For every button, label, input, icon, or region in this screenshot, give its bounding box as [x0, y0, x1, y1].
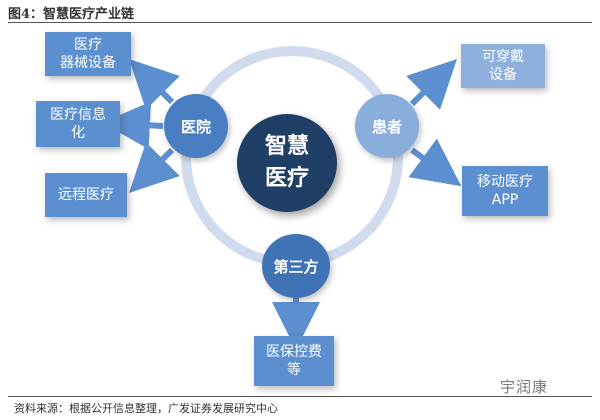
- smart-healthcare-center: 智慧 医疗: [237, 114, 337, 212]
- source-note: 资料来源：根据公开信息整理，广发证券发展研究中心: [14, 402, 278, 415]
- insurance-cost-control-box: 医保控费 等: [254, 336, 334, 386]
- box-label-line1: 移动医疗: [477, 174, 533, 190]
- box-label-line2: 化: [71, 125, 85, 141]
- medical-devices-box: 医疗 器械设备: [45, 32, 131, 76]
- arrow-to-telemedicine: [129, 142, 180, 193]
- arrow-to-medical-devices: [129, 59, 180, 110]
- wearables-box: 可穿戴 设备: [461, 44, 545, 88]
- third-party-label: 第三方: [273, 257, 319, 276]
- hospital-node: 医院: [164, 94, 228, 158]
- arrow-to-mobile-app: [408, 138, 462, 187]
- box-label-line1: 医疗: [74, 37, 102, 53]
- box-label-line2: 器械设备: [60, 55, 116, 71]
- box-label-line1: 医保控费: [266, 344, 322, 360]
- patient-node: 患者: [355, 94, 419, 158]
- patient-label: 患者: [371, 117, 402, 136]
- center-label-line2: 医疗: [264, 166, 309, 191]
- hospital-label: 医院: [180, 117, 211, 136]
- watermark: 宇润康: [500, 378, 549, 396]
- box-label-line2: 设备: [489, 67, 517, 83]
- box-label-line2: APP: [491, 192, 519, 208]
- mobile-app-box: 移动医疗 APP: [462, 166, 548, 216]
- figure-title: 图4：智慧医疗产业链: [8, 7, 135, 22]
- title-divider: [8, 22, 592, 23]
- box-label-line1: 医疗信息: [50, 107, 106, 123]
- center-label-line1: 智慧: [264, 134, 309, 159]
- third-party-node: 第三方: [262, 234, 330, 298]
- medical-informatization-box: 医疗信息 化: [36, 101, 120, 147]
- box-label-line2: 等: [287, 362, 301, 378]
- bottom-divider: [8, 396, 592, 397]
- telemedicine-box: 远程医疗: [45, 173, 127, 217]
- arrow-to-medical-informatization: [102, 101, 164, 150]
- box-label-line1: 可穿戴: [482, 49, 524, 65]
- arrow-to-wearables: [406, 59, 457, 110]
- box-label-line1: 远程医疗: [58, 187, 114, 203]
